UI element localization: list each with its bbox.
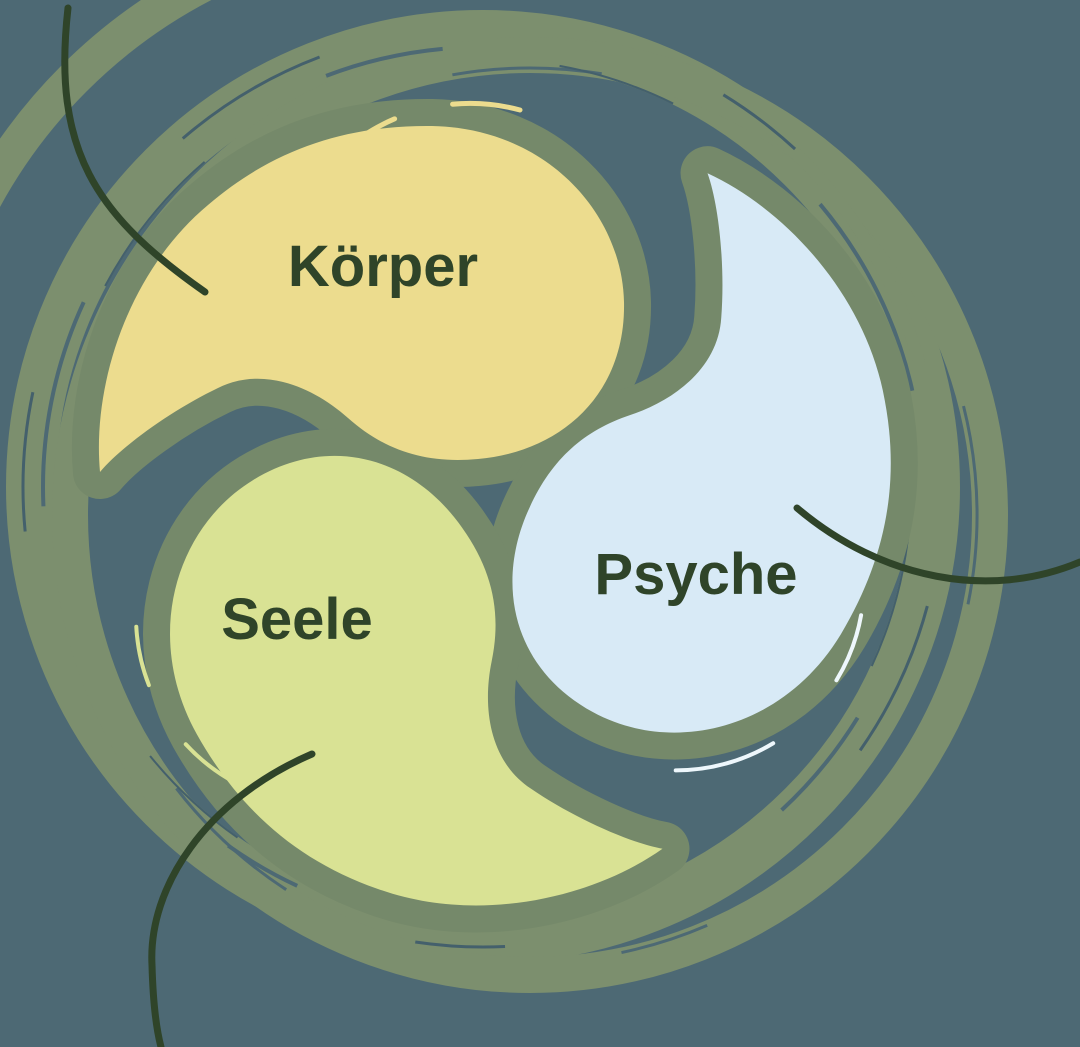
koerper-brush-highlight [320, 100, 523, 175]
seele-label: Seele [221, 587, 373, 652]
outer-ring-secondary [52, 37, 1008, 993]
outer-ring-brush-tail [766, 126, 925, 368]
whisker-lines [61, 4, 1080, 1047]
ring-streak-slate-2 [81, 66, 979, 964]
whisker-line-top-left [61, 4, 209, 296]
psyche-shape [512, 173, 891, 733]
outer-ring-sweep-top-left [0, 0, 212, 208]
seele-brush-highlight [134, 614, 262, 796]
psyche-label: Psyche [594, 542, 797, 607]
psyche-brush-highlight [673, 613, 864, 773]
outer-ring-main [6, 10, 960, 964]
koerper-segment [98, 100, 625, 472]
seele-segment [134, 455, 663, 906]
seele-shape [170, 455, 663, 906]
koerper-shape [98, 125, 625, 472]
whisker-line-bottom-left [148, 750, 316, 1047]
ring-streak-dark-1 [0, 0, 1046, 1047]
koerper-label: Körper [288, 234, 478, 299]
whisker-line-right [793, 504, 1080, 585]
psyche-segment [512, 173, 891, 773]
